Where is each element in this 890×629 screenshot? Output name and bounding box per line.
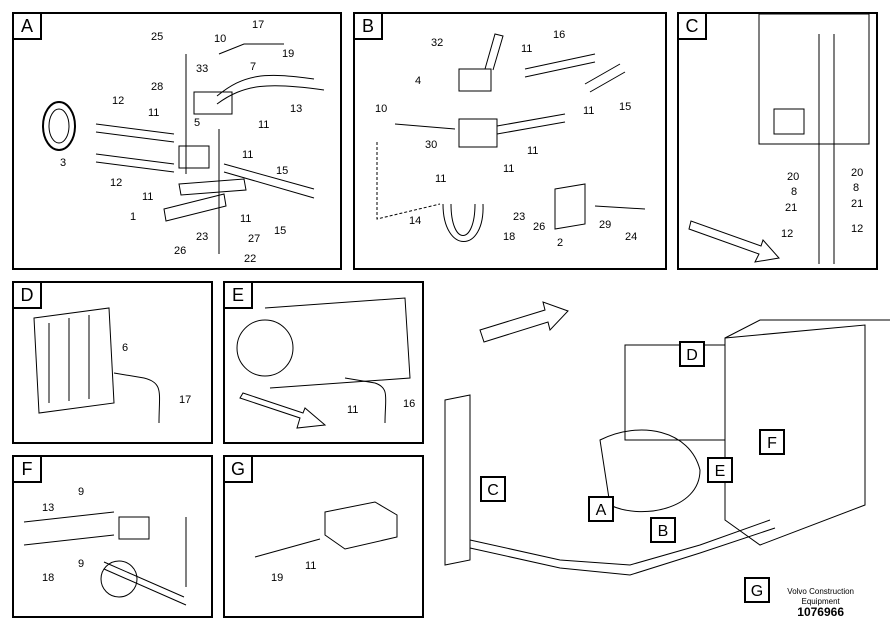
detail-panel-d: D 6 17 [12,281,213,444]
detail-panel-a: A 17 25 10 33 19 28 7 13 12 11 5 [12,12,342,270]
label-a-19: 19 [282,48,294,60]
callout-d: D [686,347,698,364]
detail-panel-g: G 19 11 [223,455,424,618]
footer-line-2: Equipment [801,597,840,606]
label-a-11d: 11 [242,149,253,161]
label-b-4: 4 [415,75,421,87]
label-f-9: 9 [78,486,84,498]
label-c-20b: 20 [851,167,863,179]
callout-c: C [487,482,499,499]
label-b-32: 32 [431,37,443,49]
label-a-7: 7 [250,61,256,73]
panel-tag-b: B [355,14,383,40]
label-c-21: 21 [785,202,797,214]
label-b-30: 30 [425,139,437,151]
label-c-12b: 12 [851,223,863,235]
label-f-9b: 9 [78,558,84,570]
label-b-11c: 11 [527,145,538,157]
label-b-11e: 11 [435,173,446,185]
label-b-2: 2 [557,237,563,249]
callout-e: E [715,463,726,480]
label-a-5: 5 [194,117,200,129]
label-g-11: 11 [305,560,316,572]
footer-line-1: Volvo Construction [787,587,854,596]
label-a-10: 10 [214,33,226,45]
panel-tag-a: A [14,14,42,40]
label-b-15: 15 [619,101,631,113]
label-e-16: 16 [403,398,415,410]
label-a-15: 15 [276,165,288,177]
diagram-g: 19 11 [254,501,398,584]
label-a-33: 33 [196,63,208,75]
detail-panel-b: B 32 16 11 4 10 11 15 30 11 11 11 [353,12,667,270]
label-d-17: 17 [179,394,191,406]
label-c-8: 8 [791,186,797,198]
label-a-17: 17 [252,19,264,31]
label-b-26: 26 [533,221,545,233]
callout-b: B [658,523,669,540]
diagram-d: 6 17 [33,307,191,424]
diagram-b: 32 16 11 4 10 11 15 30 11 11 11 14 18 23… [375,29,646,249]
label-b-23: 23 [513,211,525,223]
diagram-f: 13 9 18 9 [23,486,187,606]
label-a-1: 1 [130,211,136,223]
panel-tag-e: E [225,283,253,309]
label-b-11d: 11 [503,163,514,175]
diagram-a: 17 25 10 33 19 28 7 13 12 11 5 11 3 12 1… [42,19,325,265]
panel-tag-d: D [14,283,42,309]
label-b-11b: 11 [583,105,594,117]
callout-g: G [751,583,763,600]
label-a-12b: 12 [110,177,122,189]
diagram-c: 20 20 8 8 21 21 12 12 [688,13,870,264]
label-a-23: 23 [196,231,208,243]
label-a-11c: 11 [142,191,153,203]
label-a-13: 13 [290,103,302,115]
label-a-27: 27 [248,233,260,245]
label-a-11e: 11 [240,213,251,225]
panel-tag-g: G [225,457,253,483]
diagram-e: 11 16 [236,297,415,429]
label-e-11: 11 [347,404,358,416]
label-d-6: 6 [122,342,128,354]
label-b-11: 11 [521,43,532,55]
label-c-12: 12 [781,228,793,240]
label-a-25: 25 [151,31,163,43]
label-b-29: 29 [599,219,611,231]
panel-tag-f: F [14,457,42,483]
detail-panel-f: F 13 9 18 9 [12,455,213,618]
label-a-28: 28 [151,81,163,93]
label-b-24: 24 [625,231,637,243]
footer-number: 1076966 [797,605,844,619]
label-a-22: 22 [244,253,256,265]
label-b-16: 16 [553,29,565,41]
label-g-19: 19 [271,572,283,584]
label-f-18: 18 [42,572,54,584]
label-a-15b: 15 [274,225,286,237]
label-a-11: 11 [148,107,159,119]
label-c-20: 20 [787,171,799,183]
label-a-12: 12 [112,95,124,107]
detail-panel-c: C 20 20 8 8 21 21 12 12 [677,12,878,270]
detail-panel-e: E 11 16 [223,281,424,444]
label-c-8b: 8 [853,182,859,194]
callout-a: A [596,502,607,519]
callout-f: F [767,435,777,452]
label-a-3: 3 [60,157,66,169]
label-a-11b: 11 [258,119,269,131]
label-a-26: 26 [174,245,186,257]
label-b-10: 10 [375,103,387,115]
label-c-21b: 21 [851,198,863,210]
panel-tag-c: C [679,14,707,40]
label-b-18: 18 [503,231,515,243]
footer-credit: Volvo Construction Equipment 1076966 [787,587,854,619]
label-b-14: 14 [409,215,421,227]
label-f-13: 13 [42,502,54,514]
